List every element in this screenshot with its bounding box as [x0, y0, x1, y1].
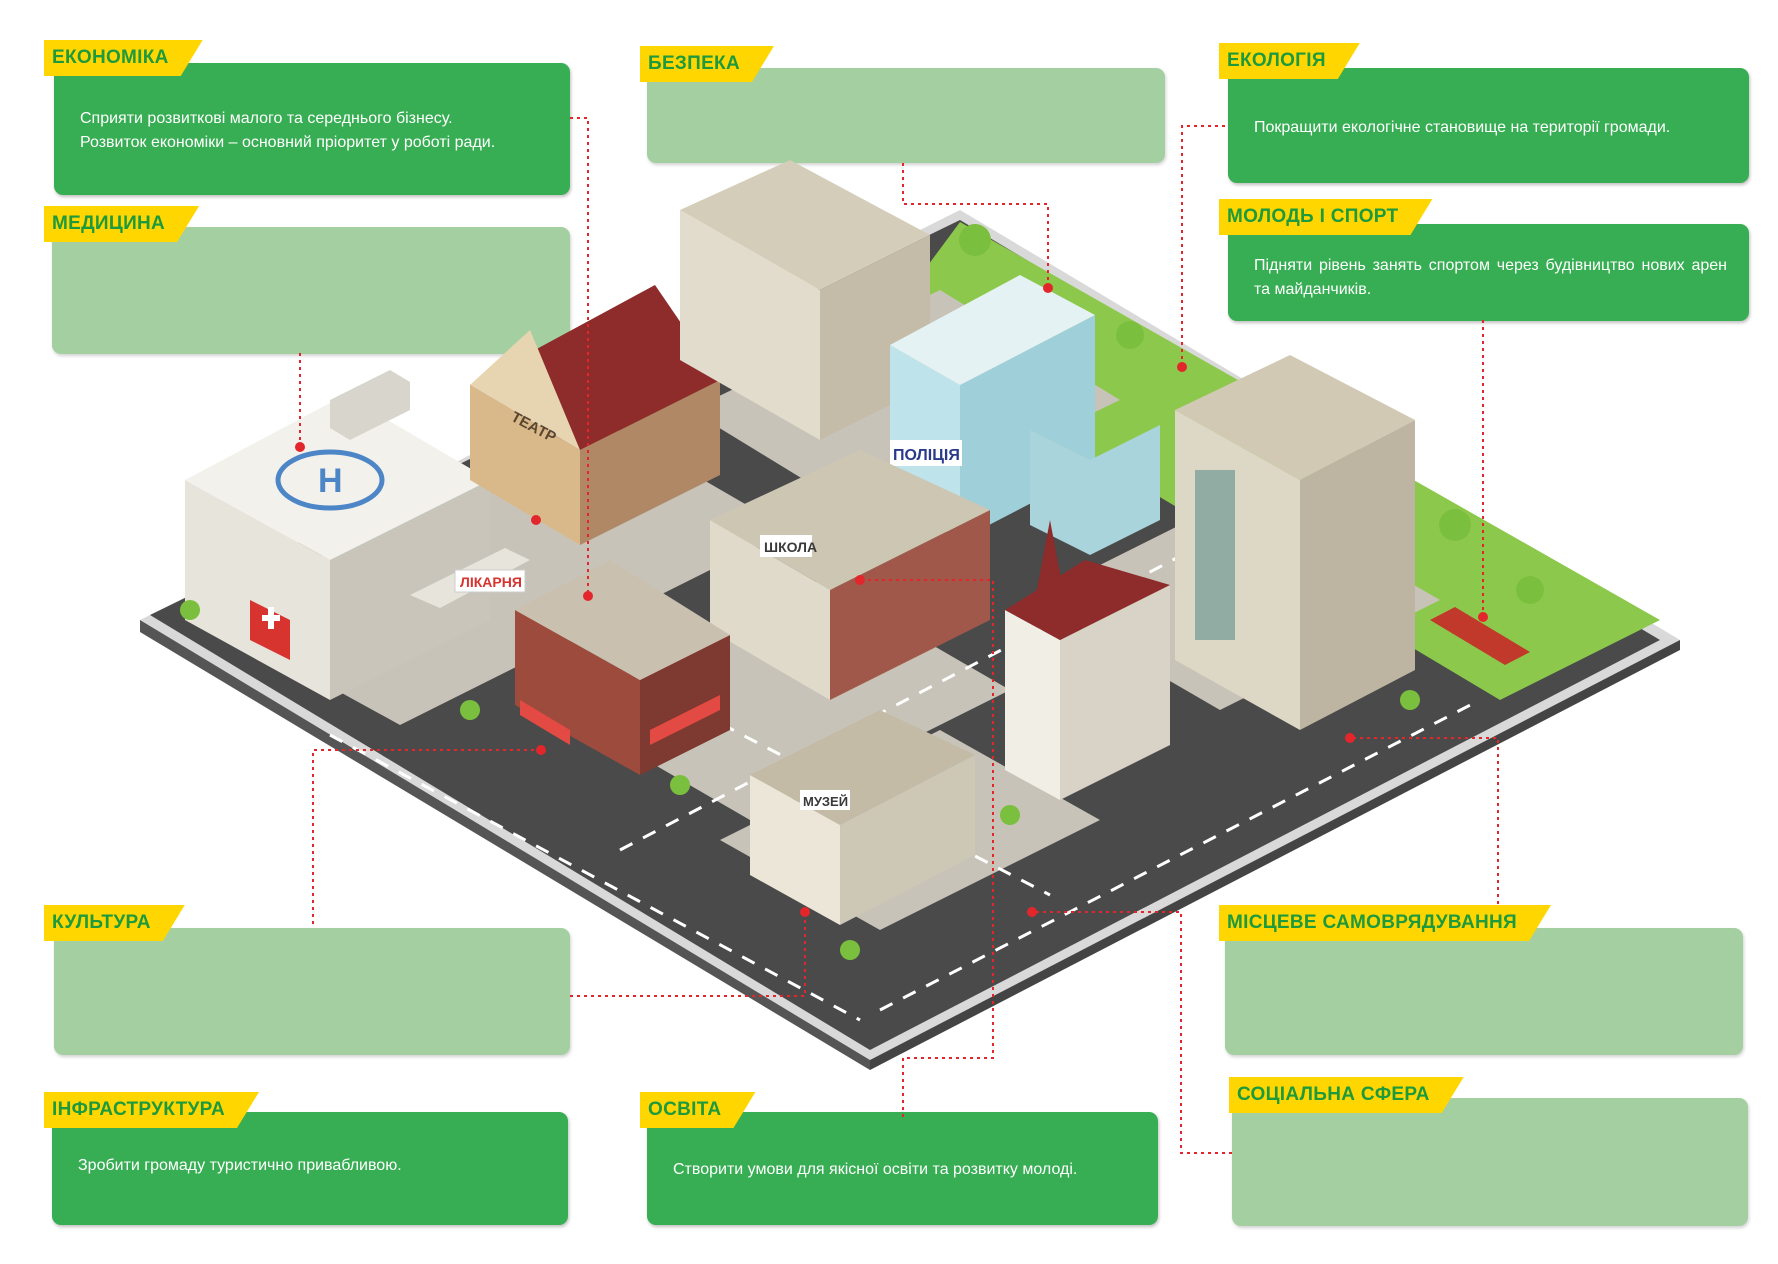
panel-infrastructure-box: Зробити громаду туристично привабливою. [52, 1112, 568, 1225]
cafe-building [515, 560, 730, 775]
police-sign: ПОЛІЦІЯ [893, 447, 960, 464]
panel-infrastructure-title: ІНФРАСТРУКТУРА [44, 1092, 259, 1128]
panel-economy-line1: Сприяти розвиткові малого та середнього … [80, 110, 453, 127]
police-building: ПОЛІЦІЯ [890, 275, 1160, 555]
panel-social-box [1232, 1098, 1748, 1226]
panel-education-text: Створити умови для якісної освіти та роз… [673, 1161, 1078, 1178]
panel-medicine-title: МЕДИЦИНА [44, 206, 199, 242]
panel-economy-box: Сприяти розвиткові малого та середнього … [54, 63, 570, 195]
panel-youth-sport-box: Підняти рівень занять спортом через буді… [1228, 224, 1749, 321]
panel-security-title: БЕЗПЕКА [640, 46, 774, 82]
hospital-helipad-h: H [318, 462, 343, 500]
bike-lane [1430, 607, 1530, 665]
panel-economy-title: ЕКОНОМІКА [44, 40, 203, 76]
panel-self-government-box [1225, 928, 1743, 1055]
panel-social-title: СОЦІАЛЬНА СФЕРА [1229, 1077, 1464, 1113]
panel-infrastructure-text: Зробити громаду туристично привабливою. [78, 1157, 402, 1174]
panel-culture-title: КУЛЬТУРА [44, 905, 185, 941]
panel-security-box [647, 68, 1165, 163]
panel-culture-box [54, 928, 570, 1055]
theatre-building: ТЕАТР [470, 285, 720, 545]
panel-ecology-box: Покращити екологічне становище на терито… [1228, 68, 1749, 183]
school-sign: ШКОЛА [764, 539, 817, 555]
panel-economy-line2: Розвиток економіки – основний пріоритет … [80, 134, 496, 151]
panel-medicine-box [52, 227, 570, 354]
panel-ecology-title: ЕКОЛОГІЯ [1219, 43, 1360, 79]
hospital-building: H ЛІКАРНЯ [185, 370, 530, 700]
panel-education-title: ОСВІТА [640, 1092, 755, 1128]
panel-ecology-text: Покращити екологічне становище на терито… [1254, 119, 1671, 136]
museum-sign: МУЗЕЙ [803, 794, 848, 809]
panel-self-government-title: МІСЦЕВЕ САМОВРЯДУВАННЯ [1219, 905, 1551, 941]
hospital-sign: ЛІКАРНЯ [460, 574, 522, 590]
panel-youth-sport-title: МОЛОДЬ І СПОРТ [1219, 199, 1432, 235]
panel-youth-sport-text: Підняти рівень занять спортом через буді… [1254, 257, 1727, 298]
church-building [1005, 520, 1170, 800]
residential-tower [1175, 355, 1415, 730]
